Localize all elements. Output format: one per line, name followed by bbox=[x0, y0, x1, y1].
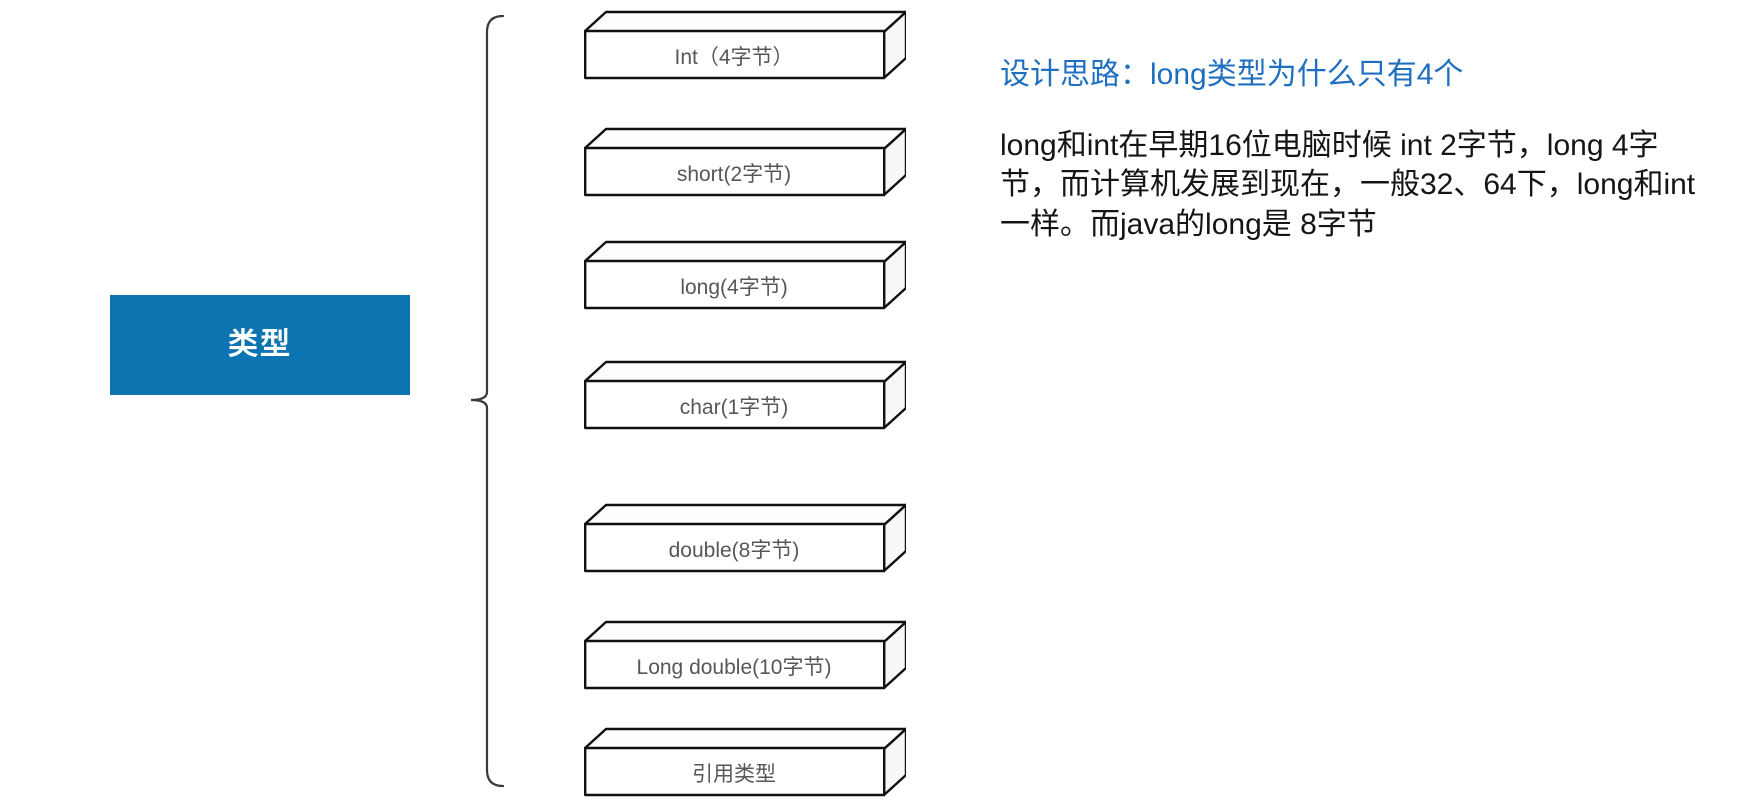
type-box-double[interactable]: double(8字节) bbox=[584, 503, 906, 575]
root-node-label: 类型 bbox=[228, 328, 292, 361]
type-box-label: long(4字节) bbox=[680, 276, 788, 299]
type-box-long[interactable]: long(4字节) bbox=[584, 240, 906, 312]
type-box-long-double[interactable]: Long double(10字节) bbox=[584, 620, 906, 692]
type-box-char[interactable]: char(1字节) bbox=[584, 360, 906, 432]
notes-heading: 设计思路：long类型为什么只有4个 bbox=[1000, 58, 1464, 91]
root-node-type[interactable]: 类型 bbox=[110, 295, 410, 395]
type-box-label: Int（4字节） bbox=[674, 46, 794, 69]
type-box-label: char(1字节) bbox=[679, 396, 789, 419]
type-box-label: Long double(10字节) bbox=[636, 656, 832, 679]
type-box-label: 引用类型 bbox=[692, 763, 776, 786]
notes-body: long和int在早期16位电脑时候 int 2字节，long 4字节，而计算机… bbox=[1000, 128, 1696, 241]
notes-panel: 设计思路：long类型为什么只有4个 long和int在早期16位电脑时候 in… bbox=[1000, 56, 1712, 244]
type-box-reference[interactable]: 引用类型 bbox=[584, 727, 906, 799]
type-box-short[interactable]: short(2字节) bbox=[584, 127, 906, 199]
left-curly-bracket bbox=[470, 14, 505, 788]
type-box-label: double(8字节) bbox=[668, 539, 800, 562]
type-box-int[interactable]: Int（4字节） bbox=[584, 10, 906, 82]
type-box-label: short(2字节) bbox=[676, 163, 792, 186]
